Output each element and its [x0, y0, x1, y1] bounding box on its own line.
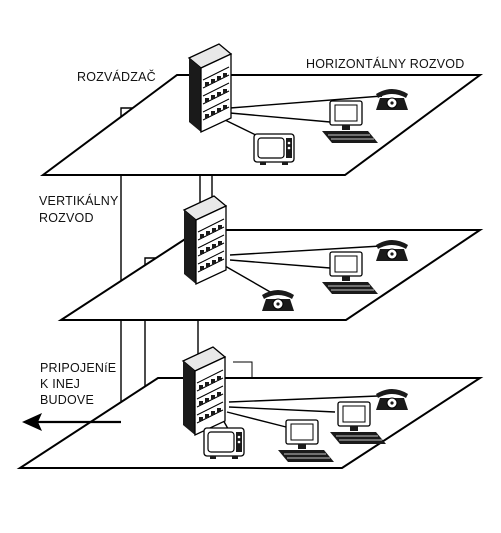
floor-middle [57, 195, 484, 321]
rack-cabinet-top [188, 43, 232, 133]
label-vertical-cabling-line1: VERTIKÁLNY [39, 193, 119, 208]
floor-middle-cabling [224, 245, 382, 294]
label-connection-line2: K INEJ [40, 377, 80, 391]
monitor-icon [203, 427, 245, 460]
floor-bottom [16, 346, 484, 469]
floor-top [39, 43, 484, 176]
monitor-icon [253, 133, 295, 166]
telephone-icon [261, 289, 295, 312]
label-connection-line3: BUDOVE [40, 393, 94, 407]
external-link-arrow [22, 413, 121, 431]
telephone-icon [375, 88, 409, 111]
label-connection-line1: PRIPOJENíE [40, 361, 116, 375]
label-horizontal-cabling: HORIZONTÁLNY ROZVOD [306, 56, 464, 71]
telephone-icon [375, 239, 409, 262]
label-vertical-cabling-line2: ROZVOD [39, 211, 94, 225]
label-distributor: ROZVÁDZAČ [77, 69, 156, 84]
rack-cabinet-bottom [182, 346, 226, 436]
rack-cabinet-middle [183, 195, 227, 285]
telephone-icon [375, 388, 409, 411]
